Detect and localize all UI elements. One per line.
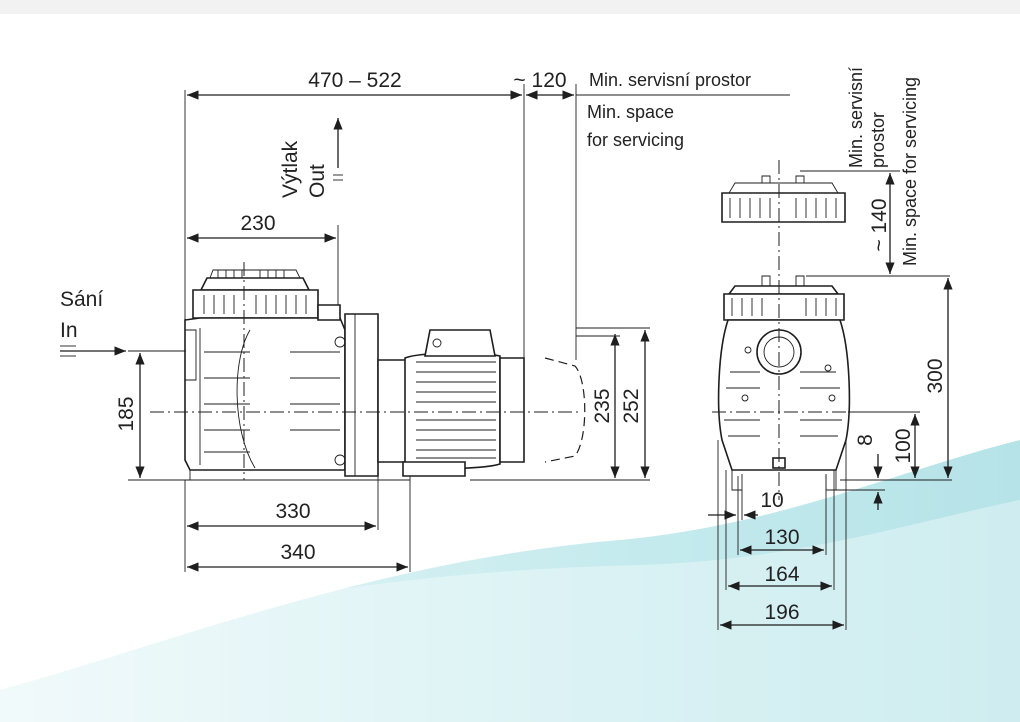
vert-service-note-cz-2: prostor (868, 112, 888, 168)
inlet-label-en: In (60, 319, 78, 342)
vert-service-note-cz-1: Min. servisní (846, 67, 866, 168)
dim-overall-length: 470 – 522 (308, 69, 401, 92)
front-view-dimensions (708, 170, 953, 630)
dim-height-252: 252 (620, 388, 643, 423)
dim-service-clearance-side: ~ 140 (868, 198, 891, 251)
background-wave (0, 440, 1020, 722)
top-fade (0, 0, 1020, 14)
service-note-cz: Min. servisní prostor (589, 70, 751, 90)
outlet-label-en: Out (306, 164, 329, 198)
outlet-label-cz: Výtlak (279, 140, 302, 198)
service-note-en-2: for servicing (587, 130, 684, 150)
background-wave-light (0, 500, 1020, 722)
vert-service-note-en: Min. space for servicing (900, 77, 920, 266)
dim-width-196: 196 (764, 601, 799, 624)
dim-height-300: 300 (924, 358, 947, 393)
dim-base-340: 340 (280, 541, 315, 564)
dim-width-130: 130 (764, 526, 799, 549)
front-view (712, 160, 860, 500)
dim-service-clearance-top: ~ 120 (513, 69, 566, 92)
side-view (150, 262, 586, 481)
dim-width-164: 164 (764, 563, 799, 586)
dim-width-10: 10 (760, 489, 783, 512)
removed-lid (721, 175, 846, 223)
dim-inlet-height: 185 (115, 396, 138, 431)
dim-outlet-distance: 230 (240, 212, 275, 235)
front-view-labels: Min. servisní prostor Min. space for ser… (760, 67, 947, 624)
dim-height-235: 235 (591, 388, 614, 423)
dim-base-330: 330 (275, 500, 310, 523)
service-note-en-1: Min. space (587, 102, 674, 122)
side-view-labels: 470 – 522 ~ 120 Min. servisní prostor Mi… (60, 69, 751, 564)
side-view-dimensions (60, 84, 790, 572)
strainer-lid (192, 269, 319, 319)
dim-height-100: 100 (892, 428, 915, 463)
dim-offset-8: 8 (854, 434, 877, 446)
inlet-label-cz: Sání (60, 288, 103, 311)
